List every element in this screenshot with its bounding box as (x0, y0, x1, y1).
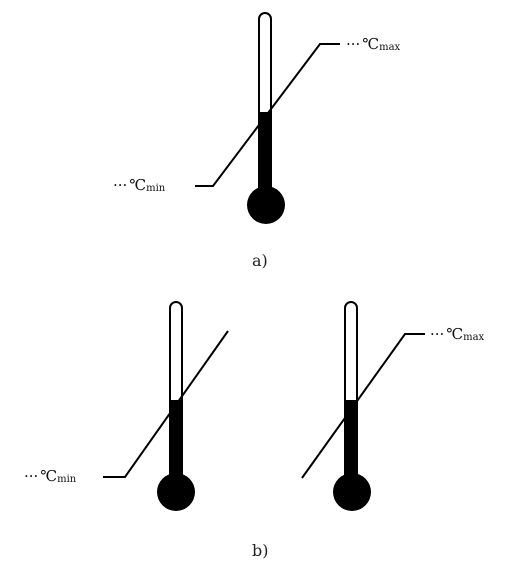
thermometer-b-right-bulb (333, 473, 371, 511)
figure-b: ···℃min ···℃max b) (24, 301, 485, 560)
figure-b-caption: b) (252, 541, 268, 560)
figure-a: ···℃min ···℃max a) (113, 12, 401, 270)
thermometer-b-left-bulb (157, 473, 195, 511)
thermometer-a-bulb (247, 186, 285, 224)
figure-a-max-label: ···℃max (346, 35, 401, 53)
figure-b-right-max-sub: max (463, 332, 484, 343)
figure-a-caption: a) (252, 251, 268, 270)
thermometer-a (247, 12, 285, 224)
thermometer-b-right (333, 301, 371, 511)
figure-a-max-dots: ··· (346, 35, 360, 53)
thermometer-b-right-mercury (345, 400, 357, 485)
figure-b-left-min-unit: ℃ (40, 467, 57, 485)
figure-a-max-sub: max (379, 42, 400, 53)
figure-b-right-range-line (301, 333, 425, 479)
figure-a-min-label: ···℃min (113, 176, 166, 194)
figure-b-right-max-label: ···℃max (430, 325, 485, 343)
thermometer-b-left (157, 301, 195, 511)
thermometer-b-left-mercury (170, 400, 182, 485)
figure-a-min-unit: ℃ (129, 176, 146, 194)
figure-b-left-min-label: ···℃min (24, 467, 77, 485)
figure-b-left-min-sub: min (57, 474, 77, 485)
figure-a-max-unit: ℃ (362, 35, 379, 53)
figure-b-right-max-dots: ··· (430, 325, 444, 343)
figure-b-left-range-line (103, 330, 229, 478)
figure-a-min-sub: min (146, 183, 166, 194)
figure-a-range-line (195, 43, 340, 187)
figure-a-min-dots: ··· (113, 176, 127, 194)
figure-b-right-max-unit: ℃ (446, 325, 463, 343)
figure-b-left-min-dots: ··· (24, 467, 38, 485)
thermometer-a-mercury (259, 112, 271, 197)
